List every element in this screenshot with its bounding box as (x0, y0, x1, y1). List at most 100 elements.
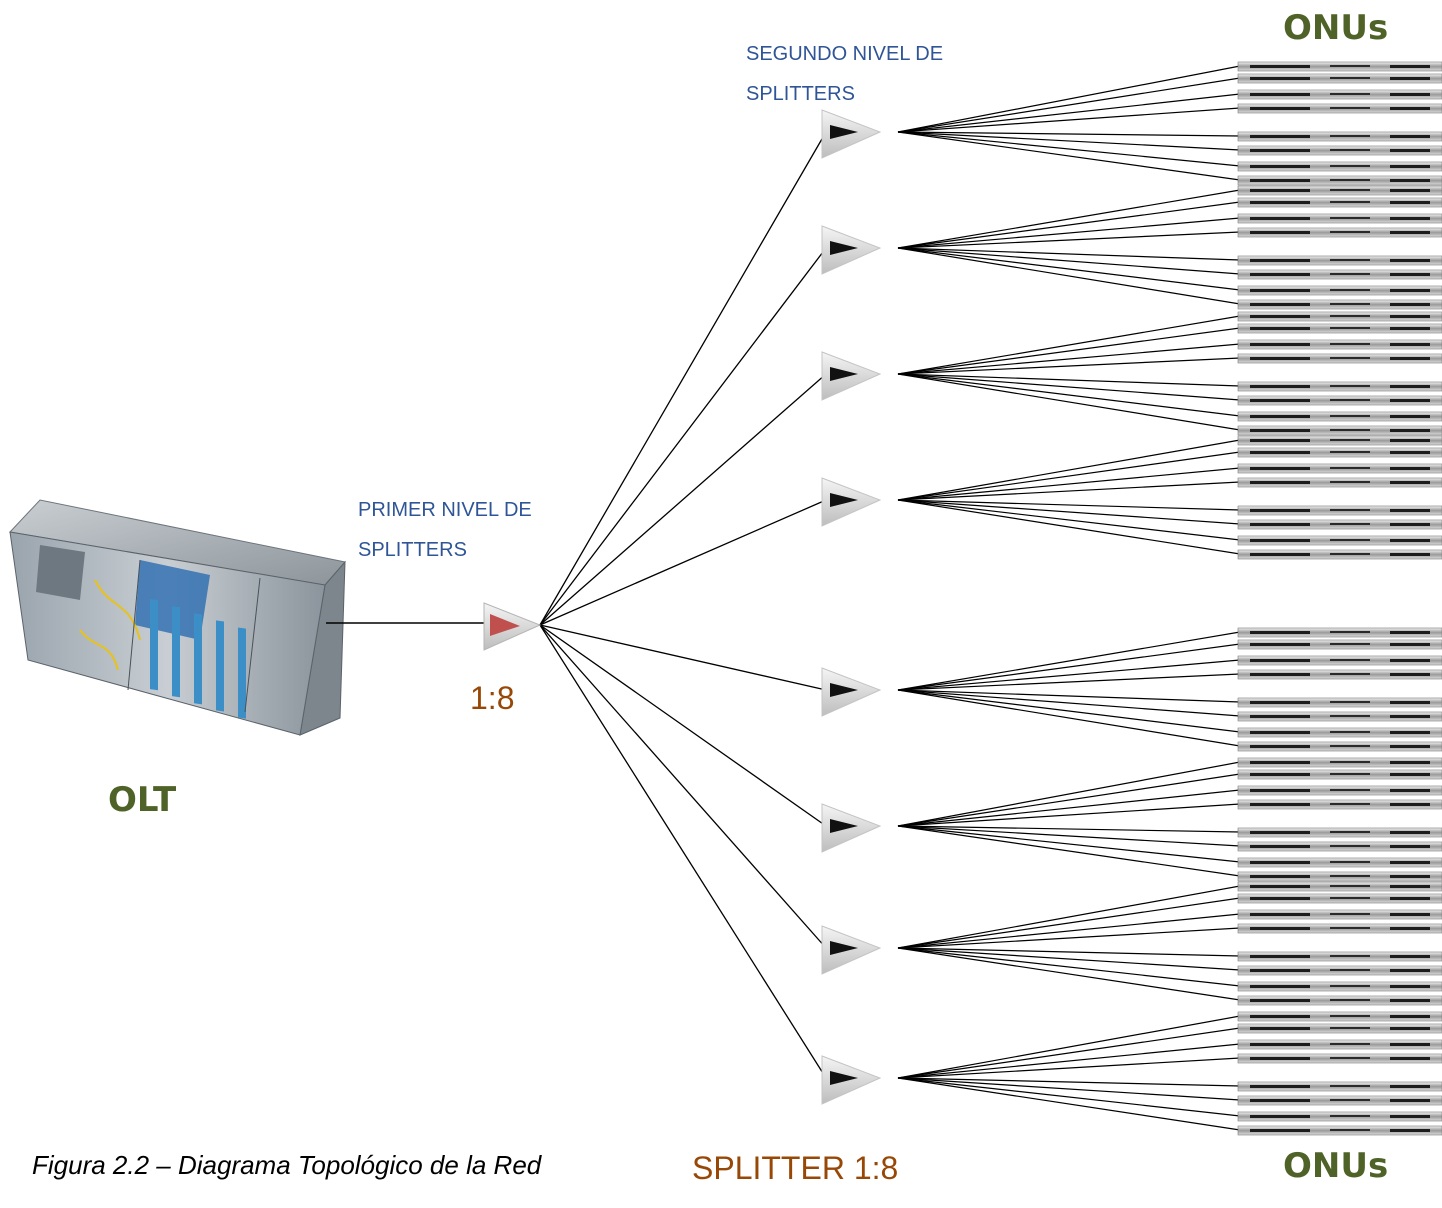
onu-fiber-line (897, 499, 1241, 541)
onu-fiber-line (897, 689, 1241, 747)
onu-fiber-line (897, 673, 1241, 691)
secondary-splitter-icon (821, 351, 882, 401)
onu-device-icon (1237, 857, 1442, 868)
onu-fiber-line (897, 1027, 1241, 1079)
secondary-splitter-icon (821, 109, 882, 159)
onu-device-icon (1237, 909, 1442, 920)
onu-device-icon (1237, 549, 1442, 560)
onu-device-icon (1237, 639, 1442, 650)
onu-device-icon (1237, 161, 1442, 172)
onu-device-icon (1237, 435, 1442, 446)
onu-fiber-line (897, 947, 1241, 1001)
first-level-label-line2: SPLITTERS (358, 539, 467, 561)
onu-fiber-line (897, 131, 1241, 137)
onu-fiber-line (897, 499, 1241, 511)
onu-fiber-line (897, 217, 1241, 249)
onu-fiber-line (897, 659, 1241, 691)
onu-fiber-line (897, 357, 1241, 375)
onu-device-icon (1237, 353, 1442, 364)
onu-device-icon (1237, 627, 1442, 638)
onu-device-icon (1237, 285, 1442, 296)
onu-fiber-line (897, 1077, 1241, 1117)
onu-fiber-line (897, 131, 1241, 151)
onu-fiber-line (897, 373, 1241, 431)
onu-fiber-line (897, 643, 1241, 691)
onu-device-icon (1237, 145, 1442, 156)
onu-device-icon (1237, 447, 1442, 458)
onu-device-icon (1237, 799, 1442, 810)
onu-fiber-line (897, 789, 1241, 827)
onu-device-icon (1237, 697, 1442, 708)
onu-device-icon (1237, 1011, 1442, 1022)
onu-fiber-line (897, 689, 1241, 733)
onu-device-icon (1237, 213, 1442, 224)
onu-fiber-line (897, 373, 1241, 401)
onu-device-icon (1237, 89, 1442, 100)
onu-device-icon (1237, 881, 1442, 892)
onu-fiber-line (897, 481, 1241, 501)
onu-device-icon (1237, 1125, 1442, 1136)
onu-fiber-line (897, 947, 1241, 971)
onu-fiber-line (897, 825, 1241, 833)
onu-device-icon (1237, 103, 1442, 114)
onu-fiber-line (897, 761, 1241, 827)
onu-device-icon (1237, 1023, 1442, 1034)
onus-top-label: ONUs (1283, 8, 1389, 48)
onu-fiber-line (897, 247, 1241, 261)
onu-fiber-line (897, 373, 1241, 387)
secondary-splitter-icon (821, 1055, 882, 1105)
onu-fiber-line (897, 343, 1241, 375)
onu-fiber-line (897, 885, 1241, 949)
onu-fiber-line (897, 131, 1241, 167)
second-level-splitters (821, 109, 882, 1105)
onu-fiber-line (897, 1043, 1241, 1079)
onu-device-icon (1237, 299, 1442, 310)
onu-devices (1237, 61, 1442, 1136)
onu-fiber-line (897, 247, 1241, 291)
onu-device-icon (1237, 175, 1442, 186)
splitter-legend: SPLITTER 1:8 (692, 1150, 899, 1186)
onu-fiber-line (897, 897, 1241, 949)
onu-device-icon (1237, 769, 1442, 780)
onu-fiber-line (897, 65, 1241, 133)
onu-fiber-line (897, 631, 1241, 691)
onu-device-icon (1237, 227, 1442, 238)
onu-device-icon (1237, 1111, 1442, 1122)
onu-fiber-line (897, 439, 1241, 501)
onu-device-icon (1237, 655, 1442, 666)
onu-device-icon (1237, 197, 1442, 208)
onu-device-icon (1237, 255, 1442, 266)
secondary-splitter-icon (821, 803, 882, 853)
onu-device-icon (1237, 951, 1442, 962)
onu-fiber-line (897, 947, 1241, 987)
secondary-splitter-icon (821, 225, 882, 275)
onu-device-icon (1237, 893, 1442, 904)
onu-device-icon (1237, 425, 1442, 436)
onu-device-icon (1237, 757, 1442, 768)
figure-caption: Figura 2.2 – Diagrama Topológico de la R… (32, 1150, 542, 1180)
first-splitter-ratio: 1:8 (470, 680, 515, 716)
onu-fiber-line (897, 927, 1241, 949)
onu-device-icon (1237, 131, 1442, 142)
onu-device-icon (1237, 477, 1442, 488)
onu-fiber-line (897, 77, 1241, 133)
onu-fiber-line (897, 825, 1241, 847)
onus-bottom-label: ONUs (1283, 1146, 1389, 1186)
onu-device-icon (1237, 1081, 1442, 1092)
onu-fiber-line (897, 499, 1241, 555)
onu-device-icon (1237, 395, 1442, 406)
onu-device-icon (1237, 741, 1442, 752)
onu-fiber-line (897, 467, 1241, 501)
onu-device-icon (1237, 995, 1442, 1006)
onu-fiber-line (897, 231, 1241, 249)
first-level-fibers (539, 131, 827, 1079)
onu-fiber-line (897, 131, 1241, 181)
onu-device-icon (1237, 923, 1442, 934)
onu-fiber-line (897, 201, 1241, 249)
onu-fiber-line (897, 773, 1241, 827)
onu-fiber-line (897, 189, 1241, 249)
onu-device-icon (1237, 411, 1442, 422)
onu-device-icon (1237, 827, 1442, 838)
onu-device-icon (1237, 519, 1442, 530)
